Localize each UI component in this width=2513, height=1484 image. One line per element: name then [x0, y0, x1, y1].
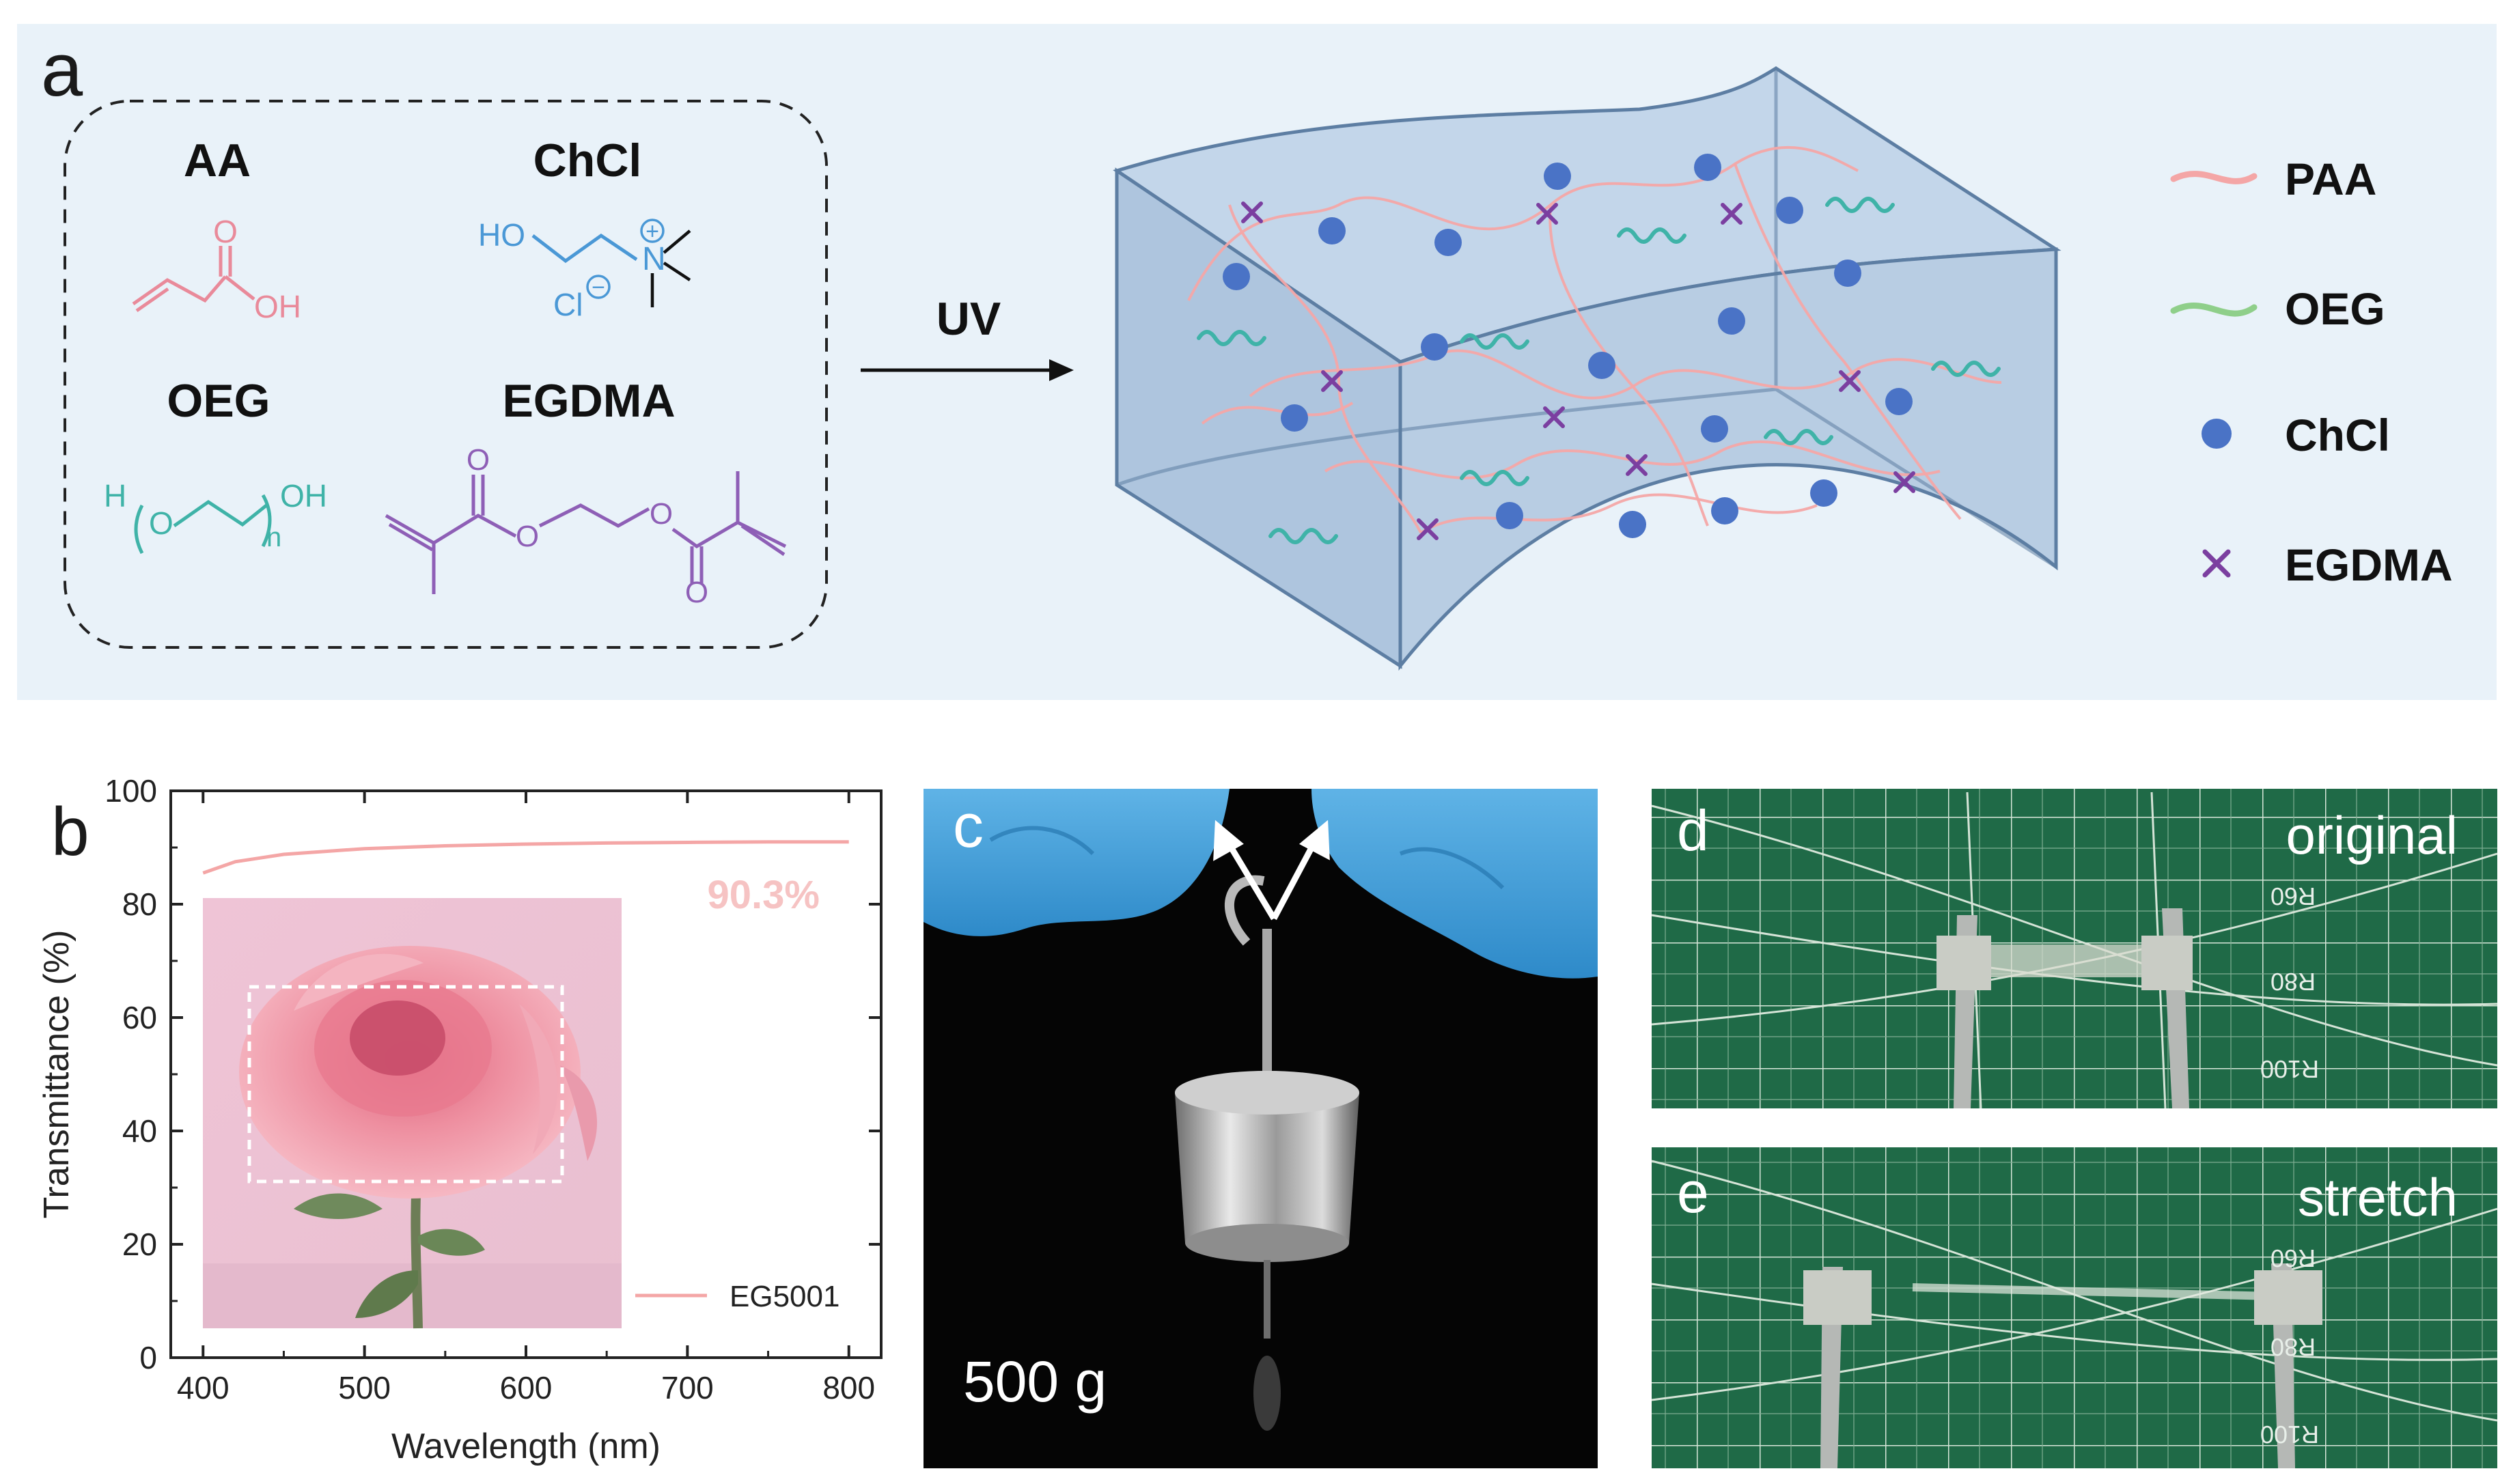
legend-b-label: EG5001	[730, 1280, 839, 1313]
egdma-crosslinks	[1241, 201, 1915, 540]
aa-structure	[132, 246, 255, 313]
chart-xlabel: Wavelength (nm)	[391, 1427, 661, 1466]
egdma-o3: O	[650, 497, 673, 531]
chcl-ho: HO	[478, 217, 525, 253]
chcl-plus-circle	[640, 219, 665, 243]
chcl-spheres	[1223, 154, 1913, 538]
y-tick-label: 100	[105, 773, 157, 809]
ruler-label-r80-e: R80	[2271, 1333, 2316, 1361]
reagent-egdma-label: EGDMA	[502, 375, 675, 427]
x-tick-label: 400	[177, 1370, 230, 1405]
legend-oeg-swatch	[2170, 303, 2258, 317]
y-tick-label: 80	[122, 886, 157, 922]
ruler-label-r100-e: R100	[2260, 1420, 2319, 1448]
pull-arrows	[1213, 820, 1330, 921]
inset-dashed-box	[247, 985, 564, 1184]
panel-d-letter: d	[1677, 798, 1709, 863]
chcl-cl: Cl	[553, 287, 583, 322]
legend-oeg-label: OEG	[2285, 283, 2385, 334]
egdma-o2: O	[516, 520, 539, 553]
ruler-label-r60-e: R60	[2271, 1244, 2316, 1272]
weight-photo	[924, 789, 1598, 1468]
egdma-structure	[385, 471, 787, 594]
y-tick-label: 0	[139, 1340, 157, 1375]
x-tick-label: 800	[822, 1370, 875, 1405]
weight-caption: 500 g	[963, 1349, 1107, 1414]
oeg-structure	[134, 494, 272, 555]
chcl-structure	[531, 233, 638, 264]
chcl-plus: +	[645, 219, 659, 244]
chart-annotation: 90.3%	[708, 873, 820, 917]
oeg-o: O	[149, 505, 173, 541]
ruler-label-r80-d: R80	[2271, 968, 2316, 996]
y-tick-label: 40	[122, 1113, 157, 1149]
panel-b-letter: b	[51, 794, 89, 870]
chart-axes: 400 500 600 700 800 0 20 40 60 80 100	[105, 773, 881, 1405]
uv-arrow	[861, 359, 1074, 381]
ruler-label-r60-d: R60	[2271, 882, 2316, 910]
x-tick-label: 700	[661, 1370, 714, 1405]
oeg-h: H	[104, 478, 126, 514]
chart-ylabel: Transmittance (%)	[37, 930, 77, 1219]
chcl-minus-circle	[586, 275, 611, 299]
egdma-o1: O	[467, 443, 490, 477]
legend-egdma-swatch	[2202, 549, 2231, 578]
series-line-eg5001	[202, 840, 849, 875]
legend-egdma-label: EGDMA	[2285, 540, 2453, 590]
chcl-n: N	[642, 241, 666, 277]
reagent-chcl-label: ChCl	[533, 135, 642, 186]
original-photo	[1651, 789, 2498, 1109]
rose-inset-photo	[203, 898, 622, 1329]
aa-o: O	[213, 214, 238, 249]
oeg-chains	[1197, 197, 2001, 544]
chcl-methyls	[650, 229, 691, 307]
aa-oh: OH	[254, 289, 301, 324]
oeg-oh: OH	[280, 478, 327, 514]
x-tick-label: 600	[500, 1370, 553, 1405]
ruler-label-r100-d: R100	[2260, 1055, 2319, 1083]
y-tick-label: 20	[122, 1227, 157, 1262]
chcl-minus: −	[592, 275, 605, 300]
reagent-oeg-label: OEG	[167, 375, 270, 427]
legend-chcl-swatch	[2202, 419, 2232, 449]
stretch-caption: stretch	[2298, 1167, 2458, 1227]
y-tick-label: 60	[122, 1000, 157, 1035]
legend-paa-swatch	[2170, 171, 2258, 184]
reagent-aa-label: AA	[184, 135, 251, 186]
x-tick-label: 500	[338, 1370, 391, 1405]
legend-paa-label: PAA	[2285, 154, 2376, 204]
reagent-box	[64, 100, 828, 649]
oeg-n: n	[266, 522, 281, 552]
paa-chains	[1187, 145, 2002, 534]
legend-chcl-label: ChCl	[2285, 410, 2390, 460]
legend-a: PAA OEG ChCl EGDMA	[2170, 154, 2453, 590]
stretch-photo	[1651, 1147, 2498, 1468]
panel-e-letter: e	[1677, 1160, 1709, 1224]
original-caption: original	[2286, 805, 2458, 865]
panel-c-letter: c	[953, 792, 984, 860]
egdma-o4: O	[685, 576, 708, 609]
uv-label: UV	[936, 293, 1001, 345]
panel-a-letter: a	[41, 28, 83, 112]
